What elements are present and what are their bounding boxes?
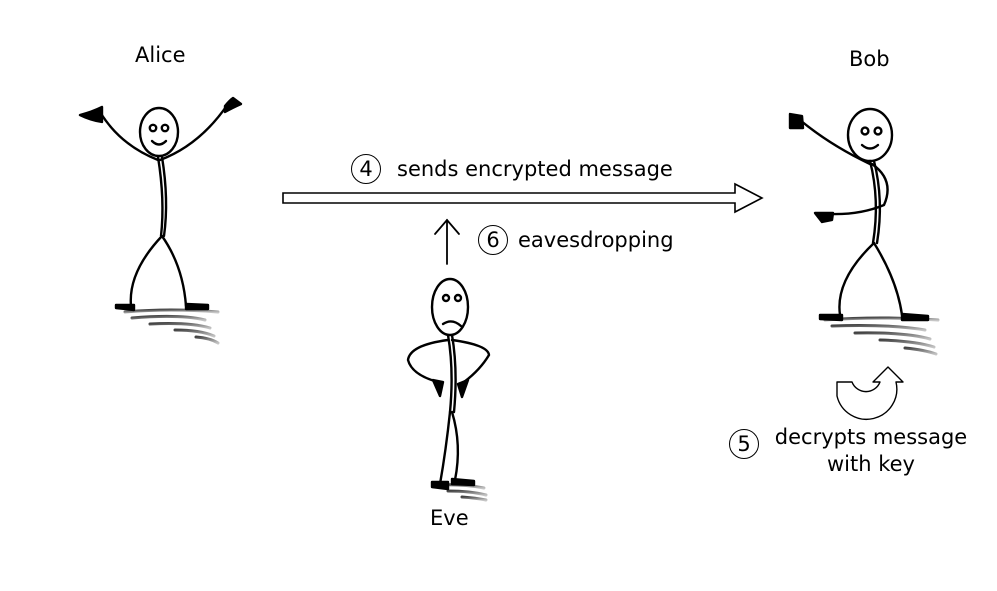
alice-shadow: [123, 308, 220, 345]
step-number-badge: 5: [729, 429, 759, 459]
step-4-send: 4 sends encrypted message: [351, 154, 673, 184]
bob-figure: [788, 107, 940, 356]
step-number-badge: 6: [478, 225, 508, 255]
step-label-line-1: decrypts message: [774, 425, 968, 449]
right-block-arrow-icon: [282, 182, 764, 214]
eve-figure: [406, 277, 491, 502]
up-arrow-icon: [434, 218, 460, 265]
eve-label: Eve: [430, 506, 469, 530]
alice-label: Alice: [135, 43, 186, 67]
step-label: eavesdropping: [518, 227, 674, 252]
bob-shadow: [823, 316, 940, 356]
step-6-eavesdrop: 6 eavesdropping: [478, 225, 674, 255]
bob-label: Bob: [849, 47, 890, 71]
alice-figure: [78, 96, 243, 345]
step-label-line-2: with key: [827, 452, 915, 476]
step-number-badge: 4: [351, 154, 381, 184]
step-label: sends encrypted message: [397, 156, 673, 181]
step-5-decrypt-label: decrypts message with key: [765, 424, 977, 478]
curved-arrow-icon: [836, 366, 904, 421]
